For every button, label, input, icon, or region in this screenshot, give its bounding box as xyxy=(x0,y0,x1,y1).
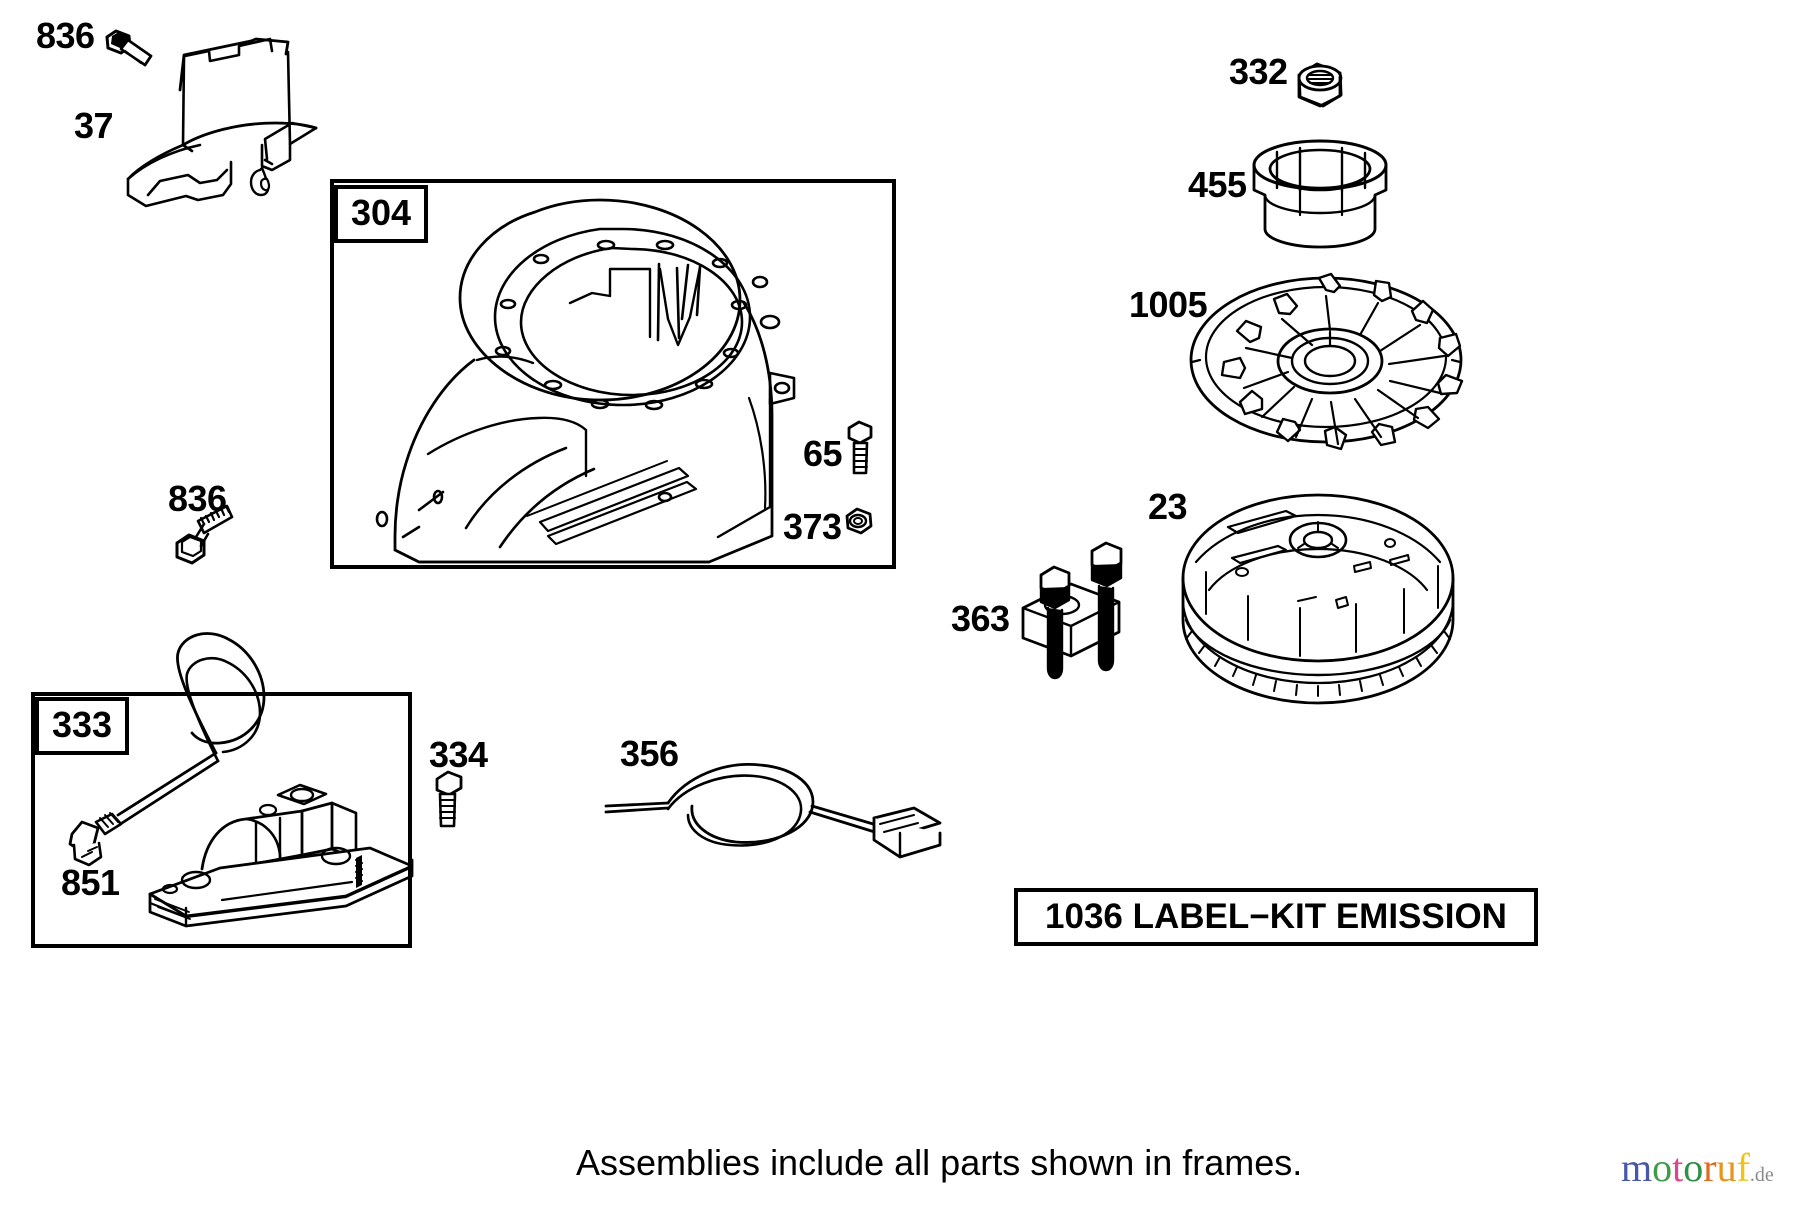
callout-37: 37 xyxy=(74,105,114,146)
wm-letter-u: u xyxy=(1716,1145,1737,1190)
wm-letter-m: m xyxy=(1621,1145,1653,1190)
nut-373-drawing xyxy=(845,507,873,535)
callout-363: 363 xyxy=(951,598,1010,639)
wm-letter-t: t xyxy=(1672,1145,1684,1190)
callout-332: 332 xyxy=(1229,51,1288,92)
frame-tag-304: 304 xyxy=(334,185,429,243)
motoruf-watermark: motoruf.de xyxy=(1621,1148,1774,1188)
flywheel-fan-1005-drawing xyxy=(1189,272,1464,451)
label-kit-box: 1036 LABEL−KIT EMISSION xyxy=(1014,888,1538,946)
callout-373: 373 xyxy=(783,506,842,547)
wm-letter-o2: o xyxy=(1683,1145,1704,1190)
callout-23: 23 xyxy=(1148,486,1188,527)
ignition-coil-333-drawing xyxy=(68,632,414,928)
nut-332-drawing xyxy=(1297,62,1343,108)
callout-65: 65 xyxy=(803,433,843,474)
callout-1005: 1005 xyxy=(1129,284,1208,325)
callout-455: 455 xyxy=(1188,164,1247,205)
flywheel-holder-363-drawing xyxy=(1021,541,1123,680)
frame-tag-333: 333 xyxy=(35,697,130,755)
callout-836-top: 836 xyxy=(36,15,95,56)
flywheel-23-drawing xyxy=(1181,493,1455,705)
wm-suffix: .de xyxy=(1749,1164,1774,1186)
callout-334: 334 xyxy=(429,734,488,775)
screw-334-drawing xyxy=(435,770,463,828)
screw-65-drawing xyxy=(847,420,873,475)
shield-37-drawing xyxy=(126,37,318,208)
blower-housing-304-drawing xyxy=(375,198,796,564)
frame-box-304 xyxy=(330,179,896,569)
wm-letter-f: f xyxy=(1736,1145,1750,1190)
callout-836-mid: 836 xyxy=(168,478,227,519)
bolt-836-mid-drawing xyxy=(175,504,234,565)
callout-356: 356 xyxy=(620,733,679,774)
stop-switch-wire-356-drawing xyxy=(604,762,942,859)
assemblies-caption: Assemblies include all parts shown in fr… xyxy=(576,1142,1303,1183)
callout-851: 851 xyxy=(61,862,120,903)
label-kit-text: 1036 LABEL−KIT EMISSION xyxy=(1045,897,1507,936)
wm-letter-o1: o xyxy=(1652,1145,1673,1190)
bolt-836-top-drawing xyxy=(105,29,153,67)
starter-cup-455-drawing xyxy=(1252,139,1388,249)
wm-letter-r: r xyxy=(1703,1145,1717,1190)
frame-box-333 xyxy=(31,692,412,948)
